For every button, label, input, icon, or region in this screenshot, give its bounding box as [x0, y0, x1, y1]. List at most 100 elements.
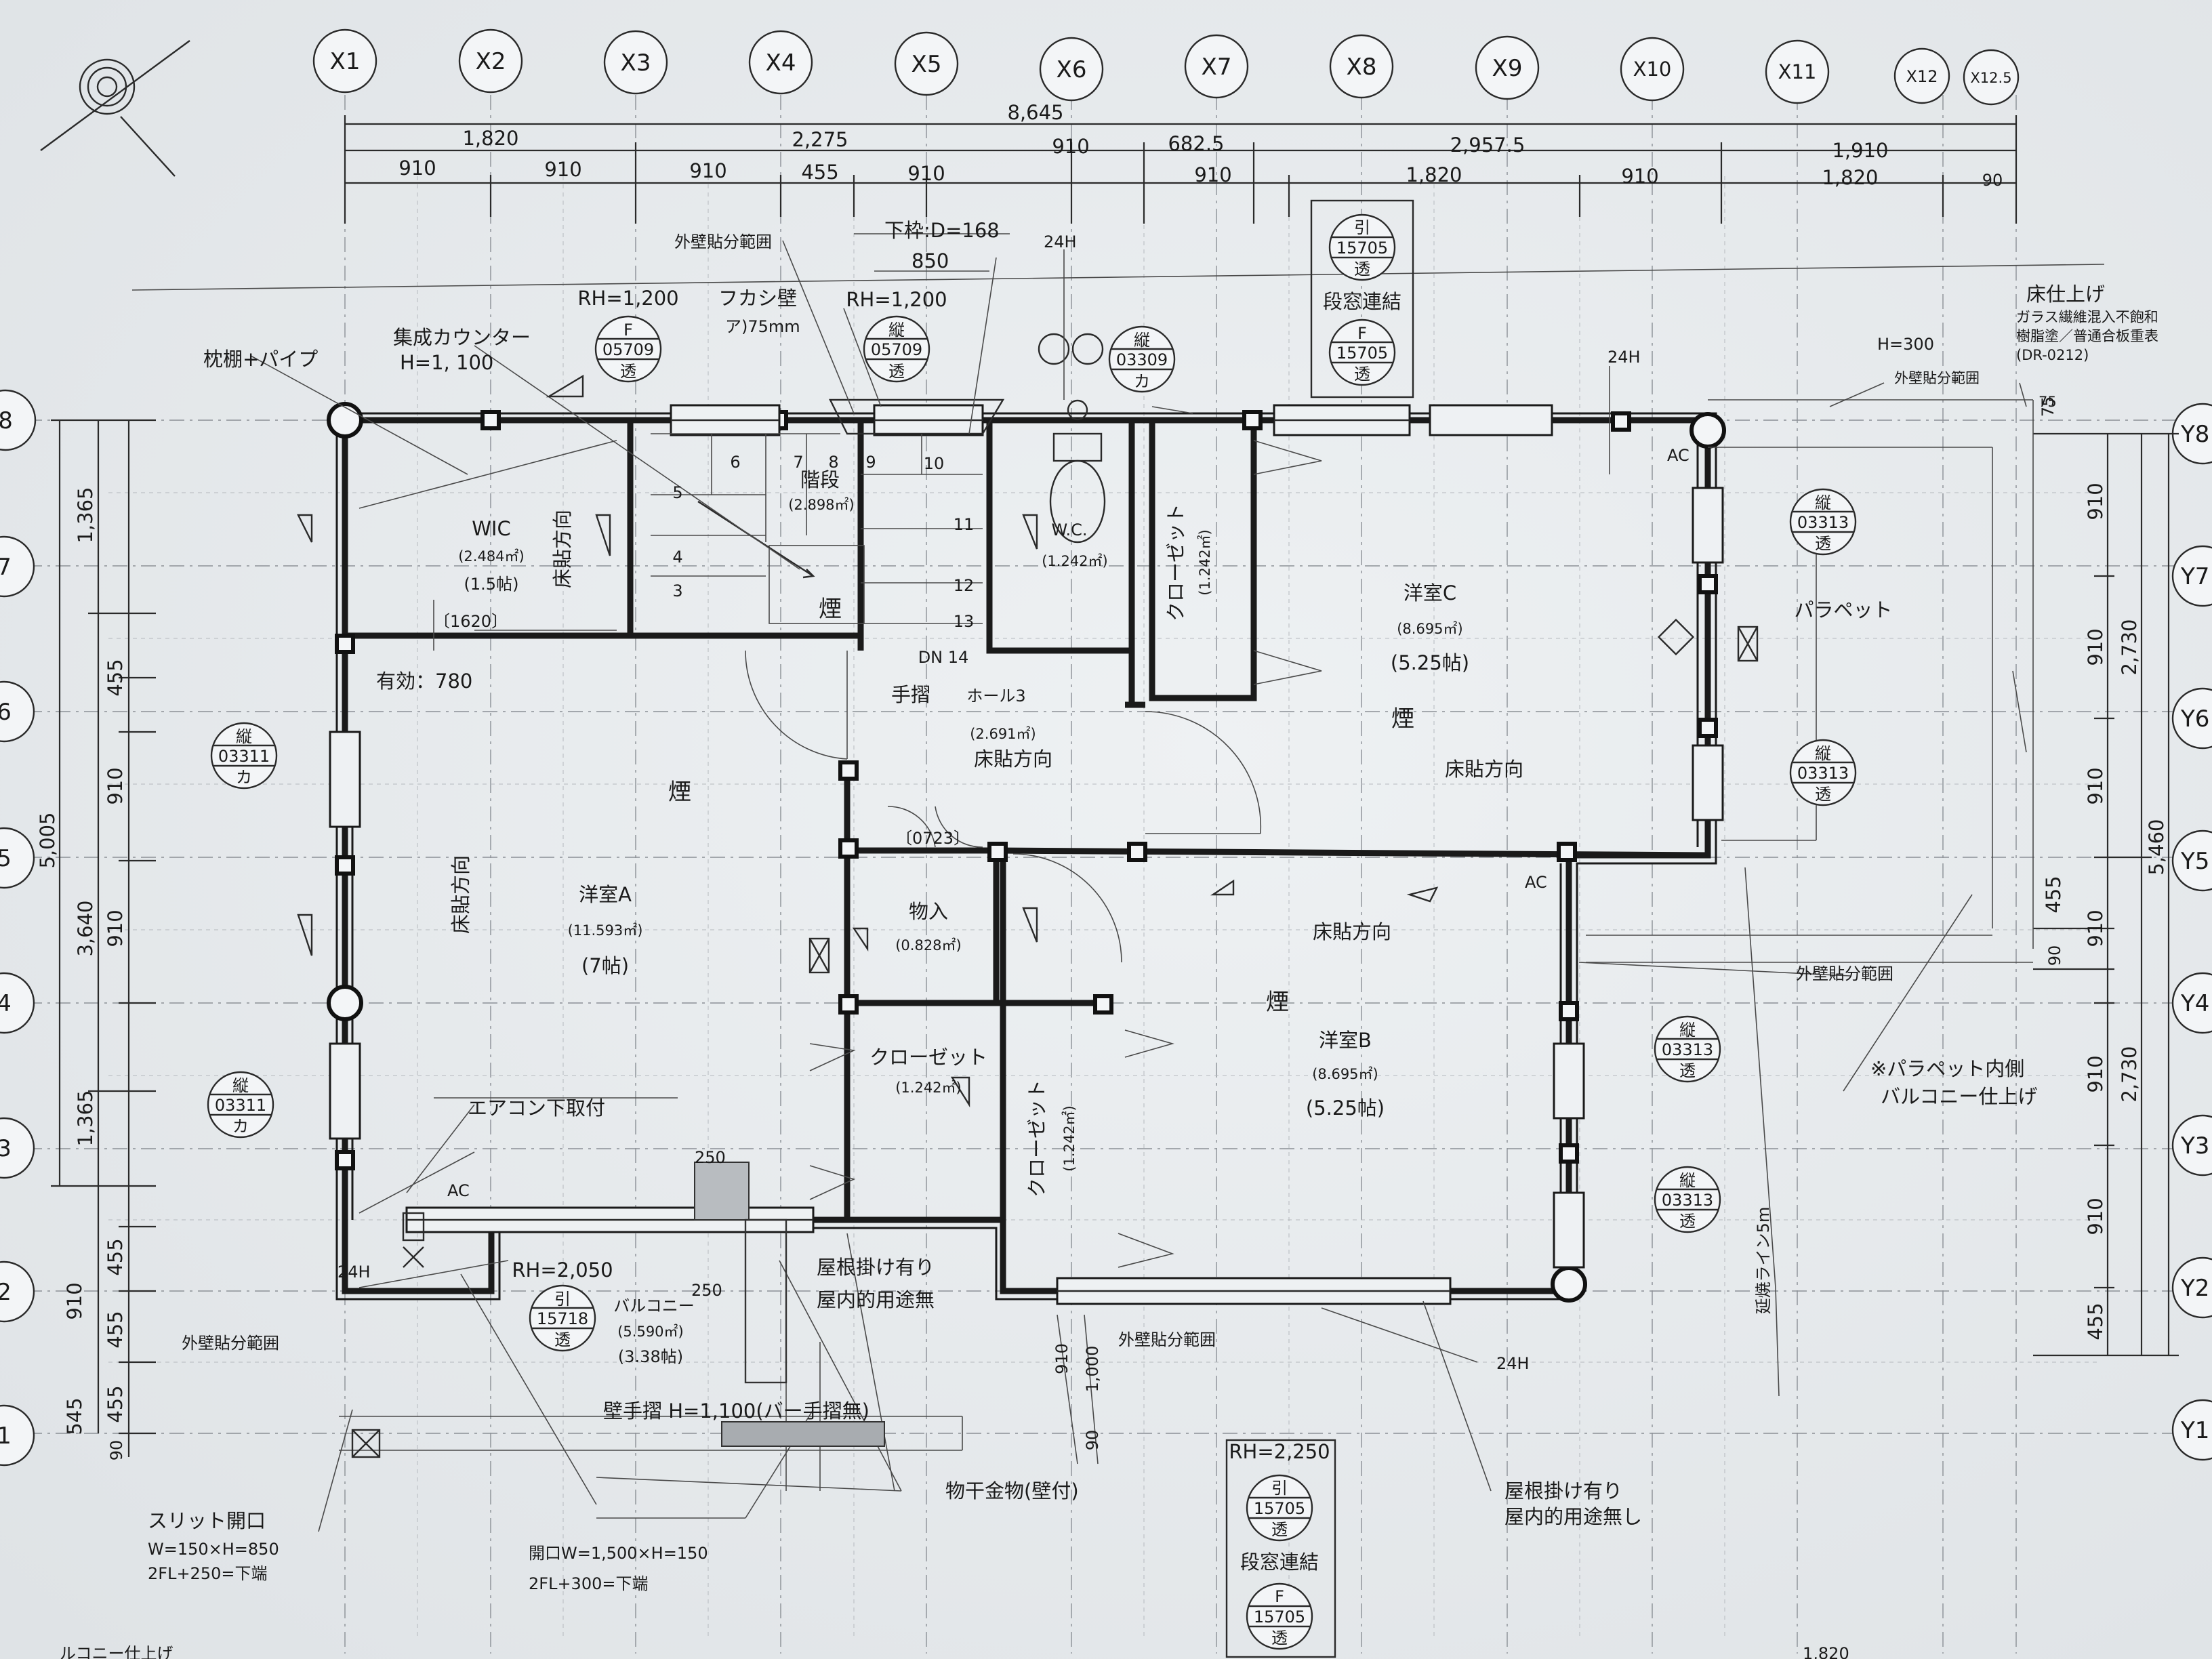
window-code2-top: 15705: [1336, 344, 1388, 363]
note-ac-2: AC: [1525, 873, 1547, 892]
stair-step-11: 11: [954, 515, 975, 534]
note-counter-height: H=1, 100: [400, 351, 493, 374]
window-code-right2: 03313: [1797, 764, 1849, 783]
smoke-detector-stairs: 煙: [819, 596, 842, 623]
floor-dir-room-a: 床貼方向: [449, 855, 472, 934]
room-a-name: 洋室A: [579, 883, 632, 906]
window-tag-texts: RH=1,200 F 05709 透 RH=1,200 縦 05709 透 縦 …: [215, 218, 1849, 1647]
dim-left-455-b: 455: [104, 1238, 127, 1275]
room-hall-area: (2.691㎡): [970, 726, 1036, 742]
note-bottom-right-cut: 1,820: [1803, 1644, 1849, 1659]
room-storage-name: 物入: [909, 900, 948, 923]
dim-top-455: 455: [801, 161, 838, 184]
grid-label-x12: X12: [1906, 67, 1938, 86]
dim-right-455-a: 455: [2042, 876, 2065, 913]
window-code-right1: 03313: [1797, 513, 1849, 532]
dim-total-width: 8,645: [1007, 101, 1063, 124]
dim-right-910-d: 910: [2084, 909, 2107, 947]
room-closet-c-area: (1.242㎡): [1197, 529, 1213, 596]
room-b-name: 洋室B: [1319, 1029, 1372, 1052]
parapet-label: パラペット: [1794, 598, 1892, 621]
grid-bubbles-left: 8 7 6 5 4 3 2 1: [0, 389, 37, 1467]
room-c-tatami: (5.25帖): [1391, 651, 1469, 674]
note-ext-wall-right2: 外壁貼分範囲: [1796, 964, 1893, 983]
room-wc-area: (1.242㎡): [1042, 553, 1108, 569]
room-c-area: (8.695㎡): [1397, 621, 1463, 637]
stair-step-12: 12: [954, 576, 975, 595]
dim-left-1365-a: 1,365: [74, 487, 97, 543]
room-stairs-name: 階段: [800, 468, 840, 491]
grid-label-y3-left: 3: [0, 1135, 12, 1162]
grid-label-y7-left: 7: [0, 554, 12, 581]
dim-right-910-a: 910: [2084, 483, 2107, 520]
dim-right-910-c: 910: [2084, 767, 2107, 804]
window-glass-left2: カ: [232, 1117, 249, 1136]
balcony-name: バルコニー: [613, 1296, 695, 1315]
room-a-tatami: (7帖): [581, 954, 629, 977]
dim-top-1910: 1,910: [1832, 139, 1888, 162]
north-arrow-icon: [40, 40, 190, 177]
note-fukashi: フカシ壁: [718, 287, 797, 310]
dim-top-910-f: 910: [1621, 165, 1658, 188]
dim-right-910-e: 910: [2084, 1055, 2107, 1092]
window-type-wc: 縦: [1134, 331, 1150, 350]
note-dim-250-a: 250: [695, 1148, 726, 1167]
window-glass-left: 透: [620, 362, 636, 381]
window-glass-left1: カ: [236, 768, 252, 787]
window-type2-top: F: [1357, 324, 1367, 343]
window-type1-bottom: 引: [1271, 1479, 1288, 1498]
room-c-name: 洋室C: [1404, 581, 1456, 605]
window-glass-stair: 透: [888, 362, 905, 381]
window-code-left2: 03311: [215, 1096, 266, 1115]
stairs-down-label: DN 14: [918, 648, 969, 667]
note-roof-1b: 屋内的用途無: [817, 1288, 935, 1311]
smoke-detector-room-a: 煙: [668, 779, 691, 806]
note-slit-line1: W=150×H=850: [148, 1540, 279, 1559]
note-dim-850: 850: [912, 249, 949, 272]
annotation-notes: 枕棚+パイプ 集成カウンター H=1, 100 外壁貼分範囲 フカシ壁 ア)75…: [60, 219, 2158, 1659]
window-code-left1: 03311: [218, 747, 270, 766]
stair-step-7: 7: [793, 453, 803, 472]
floor-dir-room-c: 床貼方向: [1445, 758, 1523, 781]
stair-step-9: 9: [865, 453, 876, 472]
dim-left-total: 5,005: [36, 812, 59, 868]
dimension-chain-top: 8,645 1,820 2,275 910 682.5 2,957.5 1,91…: [344, 101, 2018, 224]
grid-label-x3: X3: [621, 49, 651, 77]
dimension-chain-left: 5,005 1,365 3,640 1,365 455 910 910 455 …: [36, 419, 156, 1460]
note-24h-top: 24H: [1044, 232, 1077, 251]
dim-left-3640: 3,640: [74, 900, 97, 956]
window-type-stair: 縦: [888, 321, 905, 340]
stair-step-5: 5: [672, 483, 682, 502]
window-code-stair: 05709: [871, 340, 922, 359]
window-type-right1: 縦: [1815, 493, 1831, 512]
note-opening-line2: 2FL+300=下端: [529, 1574, 648, 1593]
window-type-right4: 縦: [1679, 1171, 1696, 1190]
grid-label-x8: X8: [1347, 54, 1377, 81]
grid-label-y4-right: Y4: [2180, 990, 2209, 1017]
note-ext-wall-top: 外壁貼分範囲: [674, 232, 772, 251]
note-24h-left: 24H: [337, 1263, 371, 1282]
dim-top-1820-b: 1,820: [1822, 166, 1878, 189]
grid-label-y1-left: 1: [0, 1422, 12, 1450]
grid-label-y5-right: Y5: [2180, 848, 2209, 875]
note-aircon-mount: エアコン下取付: [468, 1097, 605, 1120]
floor-dir-room-b: 床貼方向: [1313, 920, 1391, 943]
dim-top-2275: 2,275: [792, 128, 848, 151]
smoke-detector-room-b: 煙: [1266, 989, 1289, 1016]
dim-top-90: 90: [1982, 171, 2003, 190]
room-b-tatami: (5.25帖): [1306, 1097, 1385, 1120]
room-hall-name: ホール3: [966, 687, 1025, 705]
dim-left-1365-b: 1,365: [74, 1090, 97, 1146]
dim-left-455-d: 455: [104, 1385, 127, 1422]
note-drying-hardware: 物干金物(壁付): [945, 1479, 1079, 1502]
dim-right-455-b: 455: [2084, 1303, 2107, 1340]
window-glass1-bottom: 透: [1271, 1520, 1288, 1539]
window-code-left: 05709: [602, 340, 654, 359]
window-rh-left: RH=1,200: [577, 287, 678, 310]
ventilation-fan-icons: [351, 626, 1759, 1458]
balcony-area: (5.590㎡): [617, 1324, 684, 1340]
dim-top-1820-a: 1,820: [1406, 163, 1462, 186]
note-parapet-1: ※パラペット内側: [1870, 1057, 2024, 1080]
dim-top-910-d: 910: [907, 162, 945, 185]
